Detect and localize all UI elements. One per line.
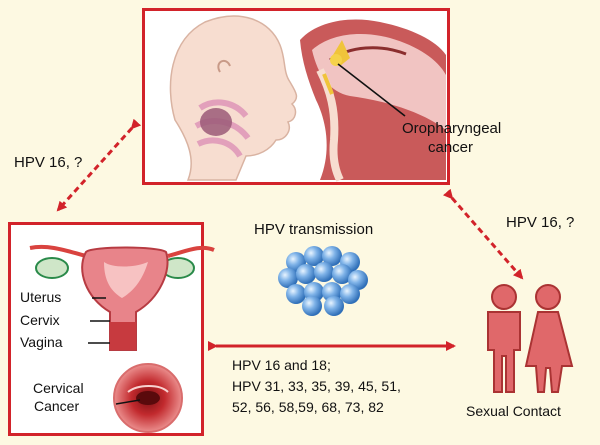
oropharyngeal-label-line2: cancer xyxy=(428,139,474,156)
sexual-contact-label: Sexual Contact xyxy=(466,403,561,419)
oropharyngeal-label-line1: Oropharyngeal xyxy=(402,120,502,137)
uterus-illustration xyxy=(29,245,215,351)
cervical-cancer-label-line2: Cancer xyxy=(34,398,80,414)
oropharyngeal-pointer xyxy=(337,63,406,117)
hpv-virus-icon xyxy=(278,246,368,316)
cervix-closeup xyxy=(113,363,183,433)
cervical-cancer-pointer xyxy=(115,399,141,405)
hpv-types-line3: 52, 56, 58,59, 68, 73, 82 xyxy=(232,399,384,415)
vagina-label: Vagina xyxy=(20,334,63,350)
left-arrow-label: HPV 16, ? xyxy=(14,154,83,171)
cervix-label: Cervix xyxy=(20,312,60,328)
arrow-oral-to-cervical xyxy=(56,118,142,212)
arrow-oral-to-contact xyxy=(442,188,524,280)
couple-icon xyxy=(487,284,574,393)
cervical-cancer-label-line1: Cervical xyxy=(33,380,84,396)
uterus-label: Uterus xyxy=(20,289,62,305)
hpv-types-line2: HPV 31, 33, 35, 39, 45, 51, xyxy=(232,378,401,394)
head-illustration xyxy=(169,15,298,181)
right-arrow-label: HPV 16, ? xyxy=(506,214,575,231)
hpv-types-line1: HPV 16 and 18; xyxy=(232,357,331,373)
throat-cross-section xyxy=(300,19,446,182)
hpv-transmission-title: HPV transmission xyxy=(254,221,374,238)
